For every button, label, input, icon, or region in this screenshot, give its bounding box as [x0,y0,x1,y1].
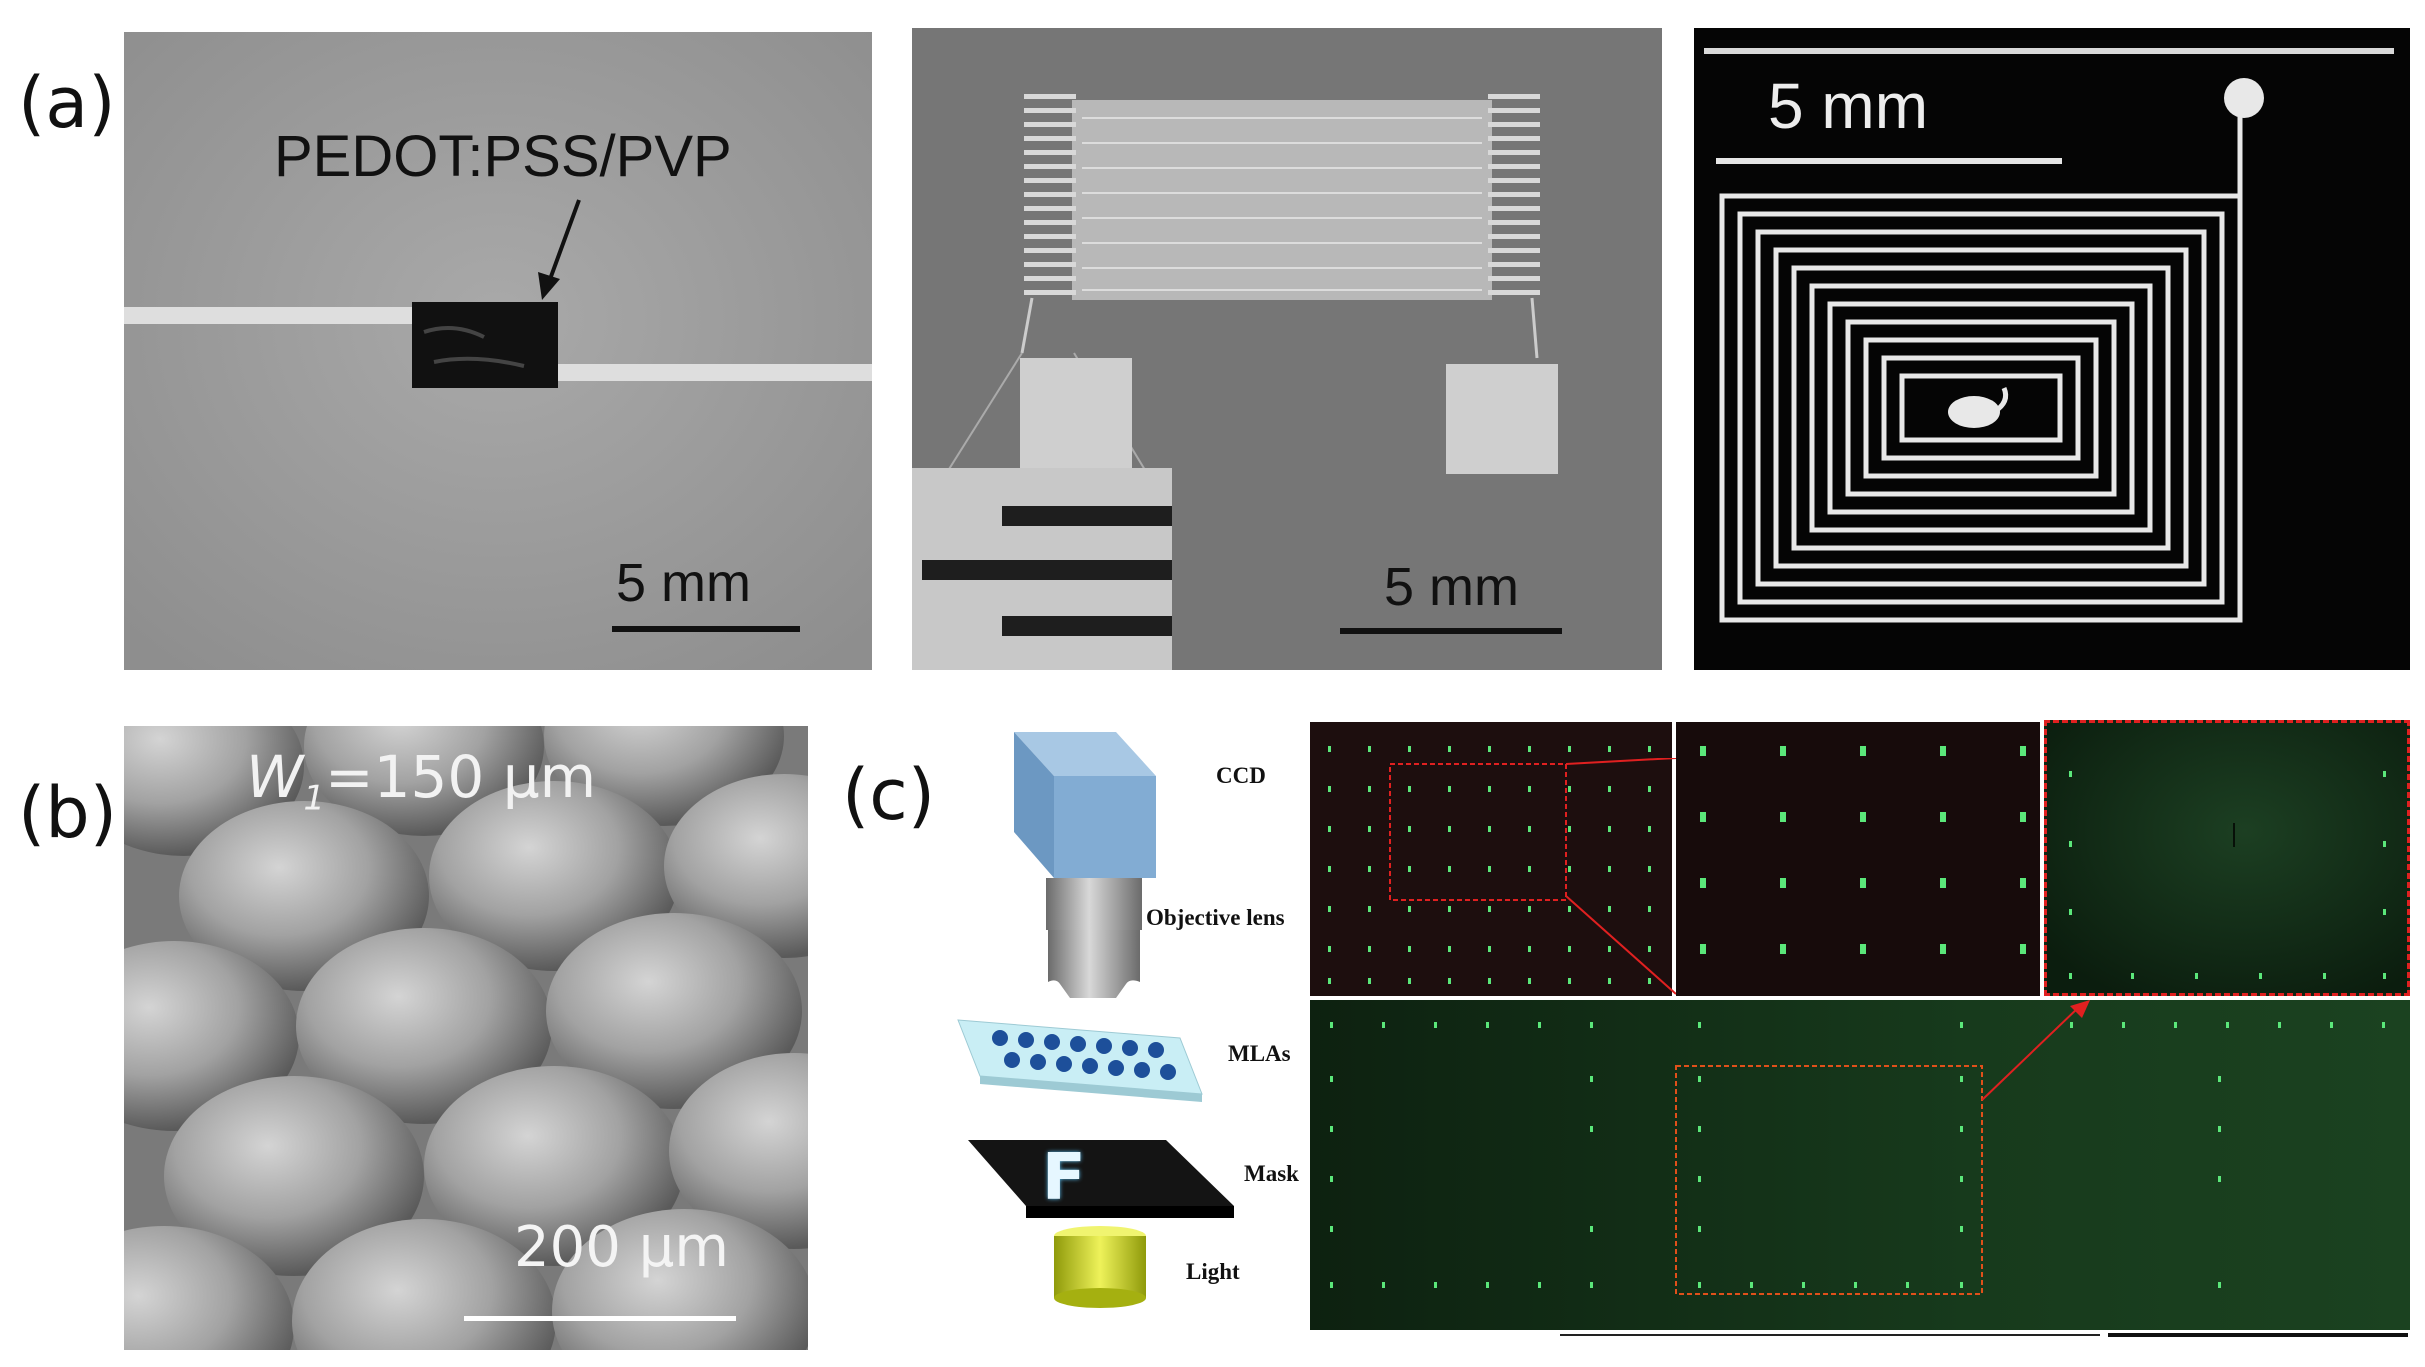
panel-c-label: (c) [842,754,936,836]
sensor-photo-2-graphic [912,28,1662,670]
mla-zoom-inset-graphic [1676,722,2040,996]
mla-image-array [1310,722,1672,996]
scale-label-b: 200 μm [514,1215,729,1280]
f-pattern-image-graphic [1310,1000,2410,1330]
lens-width-label: W1=150 μm [246,748,596,816]
microlens-sem-graphic [124,726,808,1350]
sensor-photo-1 [124,32,872,670]
scale-label-a3: 5 mm [1768,70,1928,142]
microlens-sem-image [124,726,808,1350]
mlas-label: MLAs [1228,1041,1291,1066]
lens-width-value: =150 μm [325,743,597,811]
light-label: Light [1186,1259,1240,1284]
mla-image-array-graphic [1310,722,1672,996]
lens-width-var: W [246,743,304,811]
mask-letter: F [1042,1141,1086,1215]
spiral-coil-graphic [1694,28,2410,670]
panel-a-label: (a) [18,62,116,144]
imaging-setup-graphic [957,732,1234,1308]
f-pattern-zoom-graphic [2047,723,2407,993]
panel-c-bottom-rule-left [1560,1334,2100,1336]
mask-label: Mask [1244,1161,1299,1186]
sensor-photo-2 [912,28,1662,670]
panel-b-label: (b) [18,772,118,854]
ccd-label: CCD [1216,763,1266,788]
objective-lens-label: Objective lens [1146,905,1285,930]
zoom-lines [1565,758,1677,995]
lens-width-sub: 1 [303,778,325,819]
panel-c-bottom-rule-right [2108,1333,2408,1337]
mla-zoom-inset [1676,722,2040,996]
sensor-photo-1-graphic [124,32,872,670]
scale-label-a2: 5 mm [1384,557,1519,617]
f-pattern-image [1310,1000,2410,1330]
imaging-setup-schematic [940,720,1310,1330]
pedot-label: PEDOT:PSS/PVP [274,124,732,189]
f-pattern-zoom-inset [2044,720,2410,996]
spiral-coil-photo [1694,28,2410,670]
scale-label-a1: 5 mm [616,553,751,613]
